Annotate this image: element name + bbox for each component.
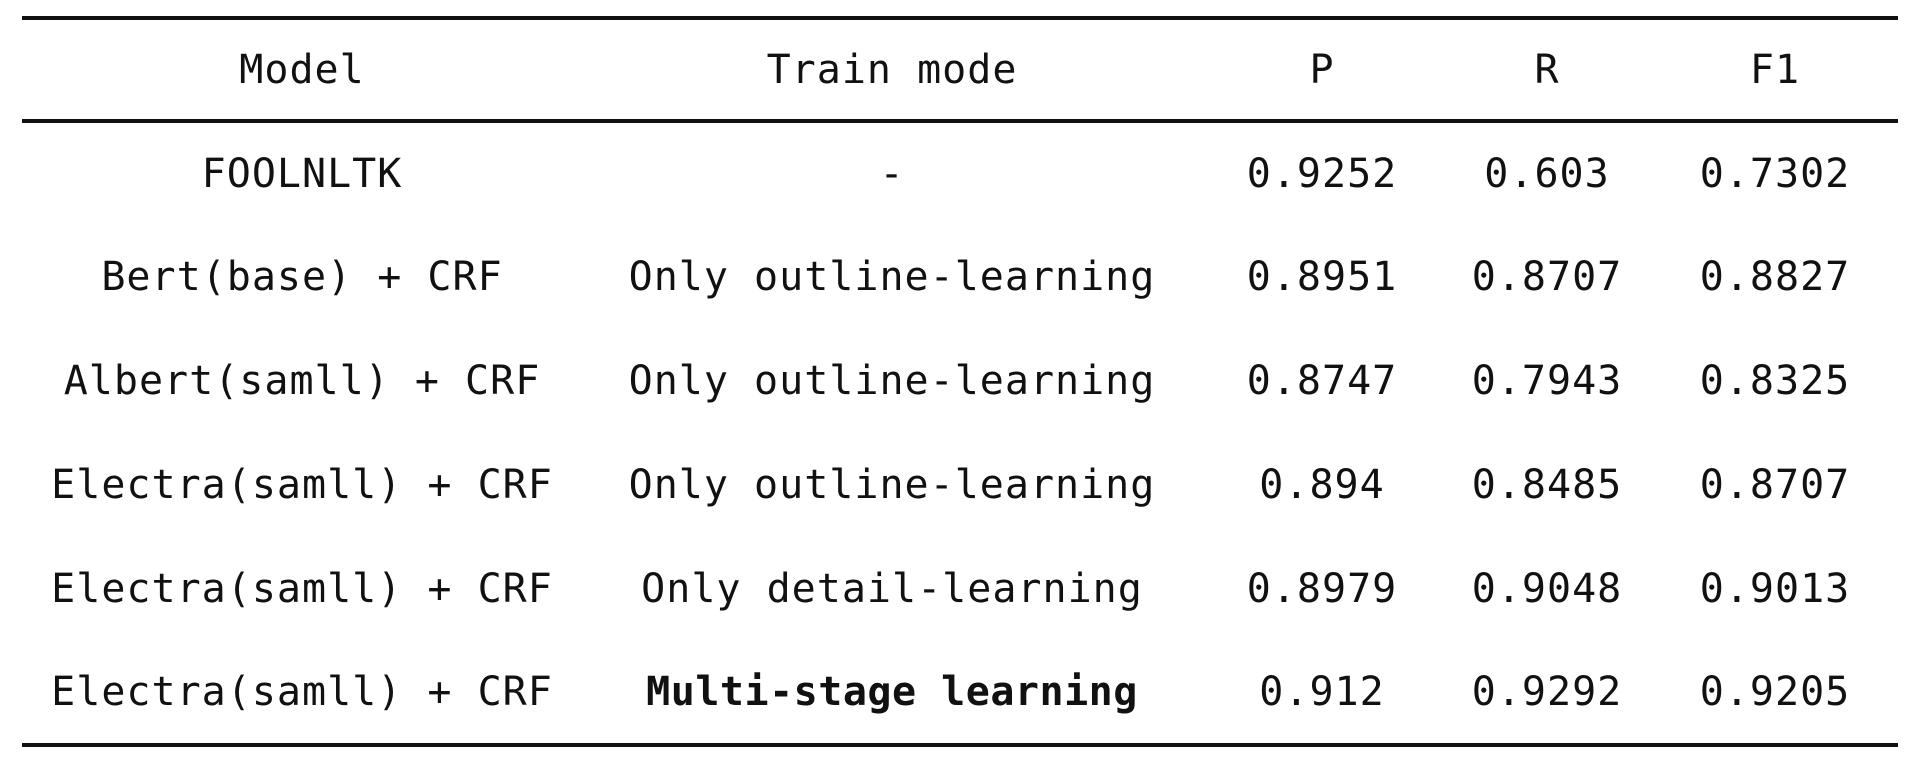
results-table-container: Model Train mode P R F1 FOOLNLTK - 0.925… — [22, 16, 1898, 747]
table-row: Albert(samll) + CRF Only outline-learnin… — [22, 329, 1898, 433]
cell-r: 0.9292 — [1442, 641, 1652, 747]
cell-r: 0.8707 — [1471, 254, 1623, 300]
header-model: Model — [22, 16, 582, 123]
cell-f1: 0.8707 — [1699, 462, 1851, 508]
cell-model: Electra(samll) + CRF — [51, 566, 553, 612]
cell-f1: 0.9013 — [1699, 566, 1851, 612]
cell-p: 0.894 — [1259, 462, 1385, 508]
table-row: Electra(samll) + CRF Multi-stage learnin… — [22, 641, 1898, 747]
cell-model: FOOLNLTK — [201, 151, 403, 197]
cell-p: 0.8979 — [1246, 566, 1398, 612]
cell-r: 0.7943 — [1471, 358, 1623, 404]
cell-train-mode: Only detail-learning — [641, 566, 1143, 612]
cell-model: Bert(base) + CRF — [101, 254, 503, 300]
cell-p: 0.9252 — [1246, 151, 1398, 197]
cell-train-mode: Multi-stage learning — [582, 641, 1202, 747]
results-table: Model Train mode P R F1 FOOLNLTK - 0.925… — [22, 16, 1898, 747]
cell-p: 0.8951 — [1246, 254, 1398, 300]
cell-r: 0.603 — [1484, 151, 1610, 197]
header-r: R — [1442, 16, 1652, 123]
header-f1: F1 — [1652, 16, 1898, 123]
cell-model: Electra(samll) + CRF — [51, 462, 553, 508]
table-row: FOOLNLTK - 0.9252 0.603 0.7302 — [22, 121, 1898, 225]
header-p: P — [1202, 16, 1442, 123]
cell-p: 0.912 — [1202, 641, 1442, 747]
cell-train-mode: - — [879, 151, 905, 197]
table-header: Model Train mode P R F1 — [22, 16, 1898, 123]
cell-r: 0.9048 — [1471, 566, 1623, 612]
cell-f1: 0.7302 — [1699, 151, 1851, 197]
cell-train-mode: Only outline-learning — [628, 254, 1156, 300]
cell-train-mode: Only outline-learning — [628, 358, 1156, 404]
cell-f1: 0.8827 — [1699, 254, 1851, 300]
table-row: Bert(base) + CRF Only outline-learning 0… — [22, 225, 1898, 329]
table-row: Electra(samll) + CRF Only detail-learnin… — [22, 537, 1898, 641]
cell-model: Albert(samll) + CRF — [63, 358, 541, 404]
header-row: Model Train mode P R F1 — [22, 16, 1898, 123]
cell-model: Electra(samll) + CRF — [22, 641, 582, 747]
table-row: Electra(samll) + CRF Only outline-learni… — [22, 433, 1898, 537]
table-body: FOOLNLTK - 0.9252 0.603 0.7302 Bert(base… — [22, 121, 1898, 747]
cell-p: 0.8747 — [1246, 358, 1398, 404]
cell-train-mode: Only outline-learning — [628, 462, 1156, 508]
cell-f1: 0.9205 — [1652, 641, 1898, 747]
cell-f1: 0.8325 — [1699, 358, 1851, 404]
cell-r: 0.8485 — [1471, 462, 1623, 508]
header-train-mode: Train mode — [582, 16, 1202, 123]
